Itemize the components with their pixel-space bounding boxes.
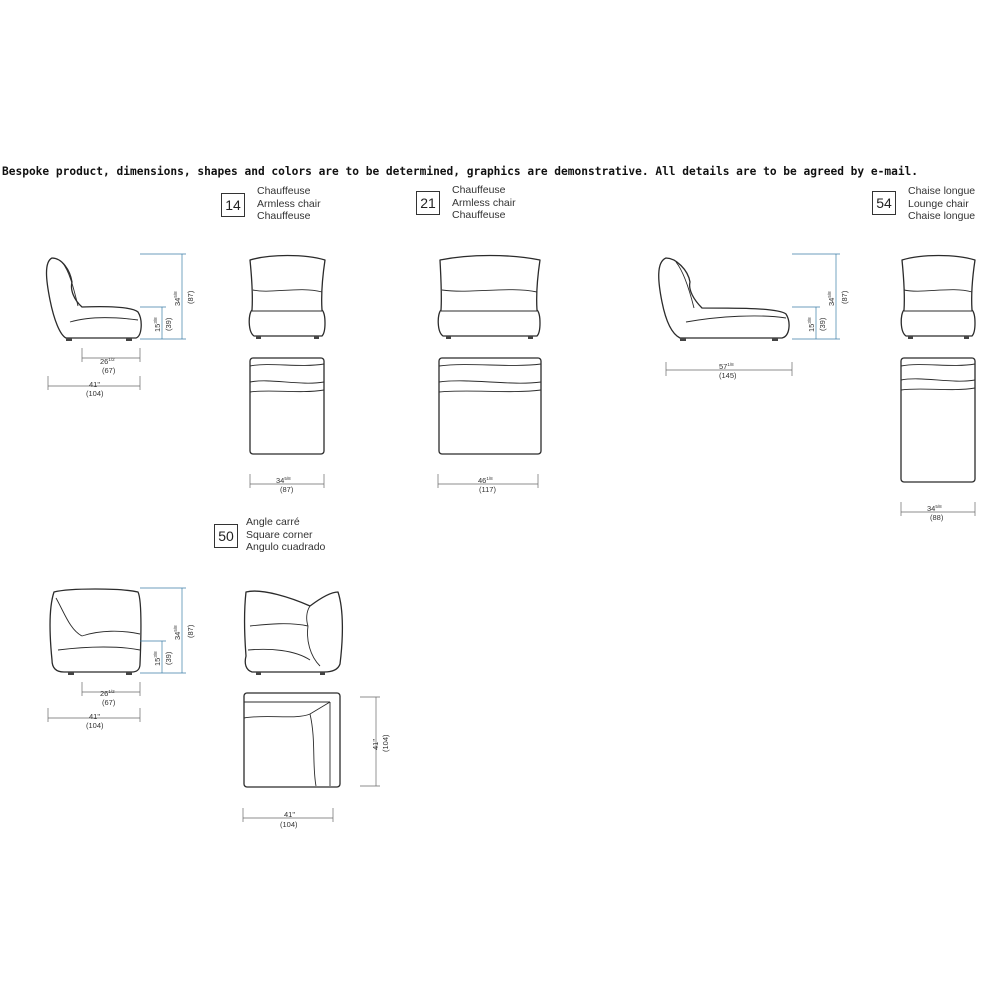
model-name-en: Square corner: [246, 528, 313, 541]
m50-seat-label: 153/8: [153, 651, 162, 666]
model-code-21: 21: [416, 191, 440, 215]
m14-seat-cm: (39): [164, 317, 173, 331]
m14-seatdepth-label: 261/2: [100, 357, 115, 366]
model-code-54: 54: [872, 191, 896, 215]
m50-side-view: 345/8 (87) 153/8 (39) 261/2 (67) 41" (10…: [47, 587, 195, 730]
m21-top-view: 461/8 (117): [437, 357, 542, 494]
m54-side-view: 345/8 (87) 153/8 (39) 571/8 (145): [658, 253, 849, 380]
m50-height-label: 345/8: [173, 625, 182, 640]
model-names-50: Angle carré Square corner Angulo cuadrad…: [246, 516, 325, 554]
m50-seatdepth-label: 261/2: [100, 689, 115, 698]
model-name-fr: Angle carré: [246, 516, 300, 528]
model-name-es: Chauffeuse: [452, 209, 506, 221]
m50-seatdepth-cm: (67): [102, 698, 116, 707]
model-names-21: Chauffeuse Armless chair Chauffeuse: [452, 184, 516, 222]
model-name-fr: Chauffeuse: [452, 184, 506, 196]
model-name-es: Angulo cuadrado: [246, 541, 326, 553]
m54-width-cm: (88): [930, 513, 944, 522]
m14-height-label: 345/8: [173, 291, 182, 306]
m54-depth-label: 571/8: [719, 362, 734, 371]
m54-seat-cm: (39): [818, 317, 827, 331]
m54-depth-cm: (145): [719, 371, 737, 380]
model-code-50: 50: [214, 524, 238, 548]
m14-seatdepth-cm: (67): [102, 366, 116, 375]
model-names-14: Chauffeuse Armless chair Chauffeuse: [257, 185, 321, 223]
model-name-es: Chauffeuse: [257, 210, 311, 222]
m50-height-cm: (87): [186, 624, 195, 638]
m50-plan-width-label: 41": [284, 810, 295, 819]
m54-top-view: 345/8 (88): [900, 357, 976, 522]
model-code-14: 14: [221, 193, 245, 217]
model-name-en: Armless chair: [452, 196, 516, 209]
m54-width-label: 345/8: [927, 504, 942, 513]
m14-width-cm: (87): [280, 485, 294, 494]
m54-seat-label: 153/8: [807, 317, 816, 332]
m14-front-view: [248, 254, 326, 339]
m50-depth-label: 41": [89, 712, 100, 721]
m50-top-view: 41" (104) 41" (104): [242, 692, 390, 829]
m21-front-view: [437, 254, 541, 339]
model-name-en: Lounge chair: [908, 197, 969, 210]
m14-seat-label: 153/8: [153, 317, 162, 332]
model-name-fr: Chauffeuse: [257, 185, 311, 197]
m50-plan-side-cm: (104): [381, 734, 390, 752]
m50-plan-width-cm: (104): [280, 820, 298, 829]
m50-depth-cm: (104): [86, 721, 104, 730]
m14-side-view: 345/8 (87) 153/8 (39) 261/2 (67) 41" (10…: [45, 253, 195, 398]
m54-height-cm: (87): [840, 290, 849, 304]
m50-front-view: [243, 590, 344, 675]
disclaimer-text: Bespoke product, dimensions, shapes and …: [2, 165, 919, 178]
m21-width-label: 461/8: [478, 476, 493, 485]
model-name-es: Chaise longue: [908, 210, 976, 222]
m50-seat-cm: (39): [164, 651, 173, 665]
m21-width-cm: (117): [479, 485, 496, 494]
m14-depth-cm: (104): [86, 389, 104, 398]
m54-height-label: 345/8: [827, 291, 836, 306]
m50-plan-side-label: 41": [371, 739, 380, 750]
model-name-fr: Chaise longue: [908, 185, 976, 197]
model-name-en: Armless chair: [257, 197, 321, 210]
m14-width-label: 345/8: [276, 476, 291, 485]
m14-depth-label: 41": [89, 380, 100, 389]
model-names-54: Chaise longue Lounge chair Chaise longue: [908, 185, 975, 223]
m14-height-cm: (87): [186, 290, 195, 304]
m54-front-view: [900, 254, 976, 339]
m14-top-view: 345/8 (87): [249, 357, 325, 494]
